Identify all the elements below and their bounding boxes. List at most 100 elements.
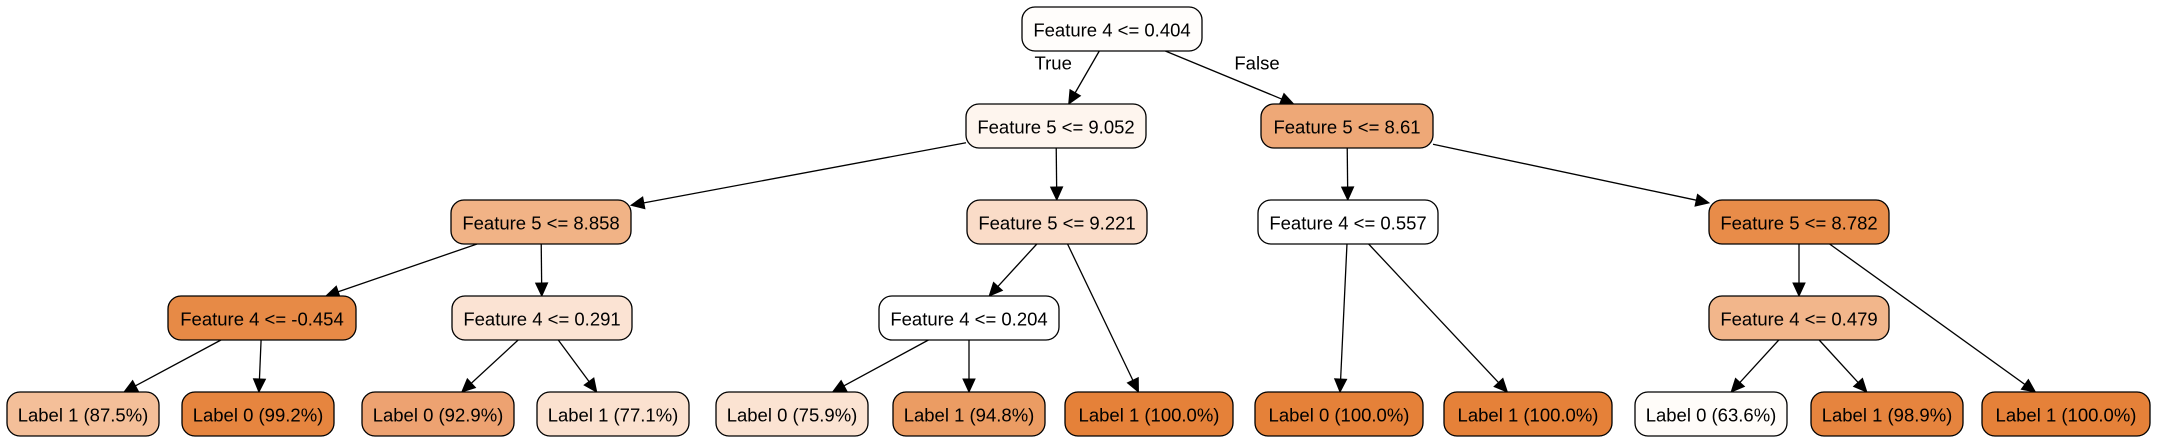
- edge-n3-n7: [324, 243, 478, 299]
- edge-line: [557, 339, 590, 382]
- leaf-node-l6: Label 1 (94.8%): [892, 391, 1046, 437]
- arrowhead-icon: [629, 196, 646, 210]
- leaf-node-l11: Label 1 (98.9%): [1810, 391, 1964, 437]
- edge-line: [338, 243, 478, 293]
- node-label: Feature 4 <= -0.454: [180, 309, 344, 330]
- edge-line: [1368, 243, 1499, 383]
- node-box: [361, 391, 515, 437]
- arrowhead-icon: [1792, 282, 1806, 298]
- arrowhead-icon: [1278, 92, 1295, 106]
- node-label: Label 0 (100.0%): [1269, 405, 1410, 426]
- node-box: [1981, 391, 2151, 437]
- edge-n5-l8: [1333, 243, 1348, 394]
- arrowhead-icon: [1340, 186, 1355, 202]
- node-box: [1708, 199, 1890, 245]
- leaf-node-l10: Label 0 (63.6%): [1634, 391, 1788, 437]
- decision-node-n6: Feature 5 <= 8.782: [1708, 199, 1890, 245]
- edge-n9-l6: [962, 340, 976, 394]
- node-box: [1260, 103, 1434, 149]
- node-label: Feature 5 <= 8.782: [1720, 213, 1877, 234]
- arrowhead-icon: [1852, 377, 1868, 393]
- arrowhead-icon: [1126, 376, 1139, 394]
- leaf-node-l4: Label 1 (77.1%): [536, 391, 690, 437]
- node-label: Label 0 (63.6%): [1646, 405, 1777, 426]
- node-box: [1254, 391, 1424, 437]
- edge-line: [1066, 243, 1134, 381]
- edge-line: [1829, 243, 2026, 385]
- arrowhead-icon: [1068, 88, 1082, 106]
- edge-n9-l5: [831, 339, 929, 393]
- arrowhead-icon: [122, 379, 140, 393]
- decision-node-n10: Feature 4 <= 0.479: [1708, 295, 1890, 341]
- arrowhead-icon: [988, 281, 1004, 297]
- decision-node-n0: Feature 4 <= 0.404: [1021, 6, 1203, 52]
- node-label: Feature 4 <= 0.291: [463, 309, 620, 330]
- arrowhead-icon: [1493, 377, 1509, 393]
- edge-line: [1818, 339, 1859, 383]
- edge-n8-l3: [460, 339, 519, 393]
- edge-n7-l2: [252, 339, 267, 394]
- node-label: Label 1 (98.9%): [1822, 405, 1953, 426]
- edge-n6-l12: [1829, 243, 2037, 393]
- arrowhead-icon: [1730, 377, 1746, 393]
- node-label: Feature 4 <= 0.479: [1720, 309, 1877, 330]
- edge-line: [135, 339, 222, 387]
- leaf-node-l7: Label 1 (100.0%): [1064, 391, 1234, 437]
- edge-n7-l1: [122, 339, 222, 393]
- node-label: Label 1 (77.1%): [548, 405, 679, 426]
- arrowhead-icon: [962, 378, 976, 394]
- edge-line: [1432, 143, 1697, 201]
- arrowhead-icon: [2020, 378, 2037, 393]
- node-label: Feature 4 <= 0.404: [1033, 20, 1190, 41]
- node-box: [1257, 199, 1439, 245]
- leaf-node-l1: Label 1 (87.5%): [6, 391, 160, 437]
- edge-n10-l10: [1730, 339, 1780, 393]
- decision-node-n1: Feature 5 <= 9.052: [965, 103, 1147, 149]
- edge-line: [643, 142, 967, 204]
- edge-line: [997, 243, 1038, 287]
- node-box: [1634, 391, 1788, 437]
- leaf-node-l2: Label 0 (99.2%): [181, 391, 335, 437]
- arrowhead-icon: [583, 377, 598, 393]
- node-box: [965, 103, 1147, 149]
- node-box: [536, 391, 690, 437]
- node-label: Feature 5 <= 9.221: [978, 213, 1135, 234]
- edge-n8-l4: [557, 339, 598, 393]
- node-box: [6, 391, 160, 437]
- node-box: [450, 199, 632, 245]
- node-box: [1708, 295, 1890, 341]
- node-label: Feature 4 <= 0.557: [1269, 213, 1426, 234]
- edge-n5-l9: [1368, 243, 1509, 393]
- node-label: Label 0 (92.9%): [373, 405, 504, 426]
- node-label: Feature 5 <= 8.858: [462, 213, 619, 234]
- edge-n0-n2: False: [1165, 50, 1295, 106]
- decision-node-n4: Feature 5 <= 9.221: [966, 199, 1148, 245]
- node-label: Label 1 (100.0%): [1079, 405, 1220, 426]
- node-label: Label 1 (100.0%): [1996, 405, 2137, 426]
- edge-line: [258, 339, 262, 380]
- edge-n1-n4: [1049, 147, 1064, 202]
- node-label: Feature 4 <= 0.204: [890, 309, 1047, 330]
- node-label: Label 1 (94.8%): [904, 405, 1035, 426]
- edge-line: [1074, 50, 1100, 94]
- leaf-node-l8: Label 0 (100.0%): [1254, 391, 1424, 437]
- edge-n6-n10: [1792, 244, 1806, 298]
- edge-n4-n9: [988, 243, 1038, 297]
- edge-line: [1165, 50, 1282, 100]
- node-box: [878, 295, 1060, 341]
- decision-node-n8: Feature 4 <= 0.291: [451, 295, 633, 341]
- arrowhead-icon: [831, 379, 848, 393]
- decision-node-n9: Feature 4 <= 0.204: [878, 295, 1060, 341]
- node-box: [181, 391, 335, 437]
- node-label: Label 0 (99.2%): [193, 405, 324, 426]
- arrowhead-icon: [534, 282, 549, 298]
- decision-node-n5: Feature 4 <= 0.557: [1257, 199, 1439, 245]
- arrowhead-icon: [1694, 193, 1711, 207]
- node-label: Label 1 (100.0%): [1458, 405, 1599, 426]
- edge-n4-l7: [1066, 243, 1139, 394]
- leaf-node-l3: Label 0 (92.9%): [361, 391, 515, 437]
- edge-n10-l11: [1818, 339, 1868, 393]
